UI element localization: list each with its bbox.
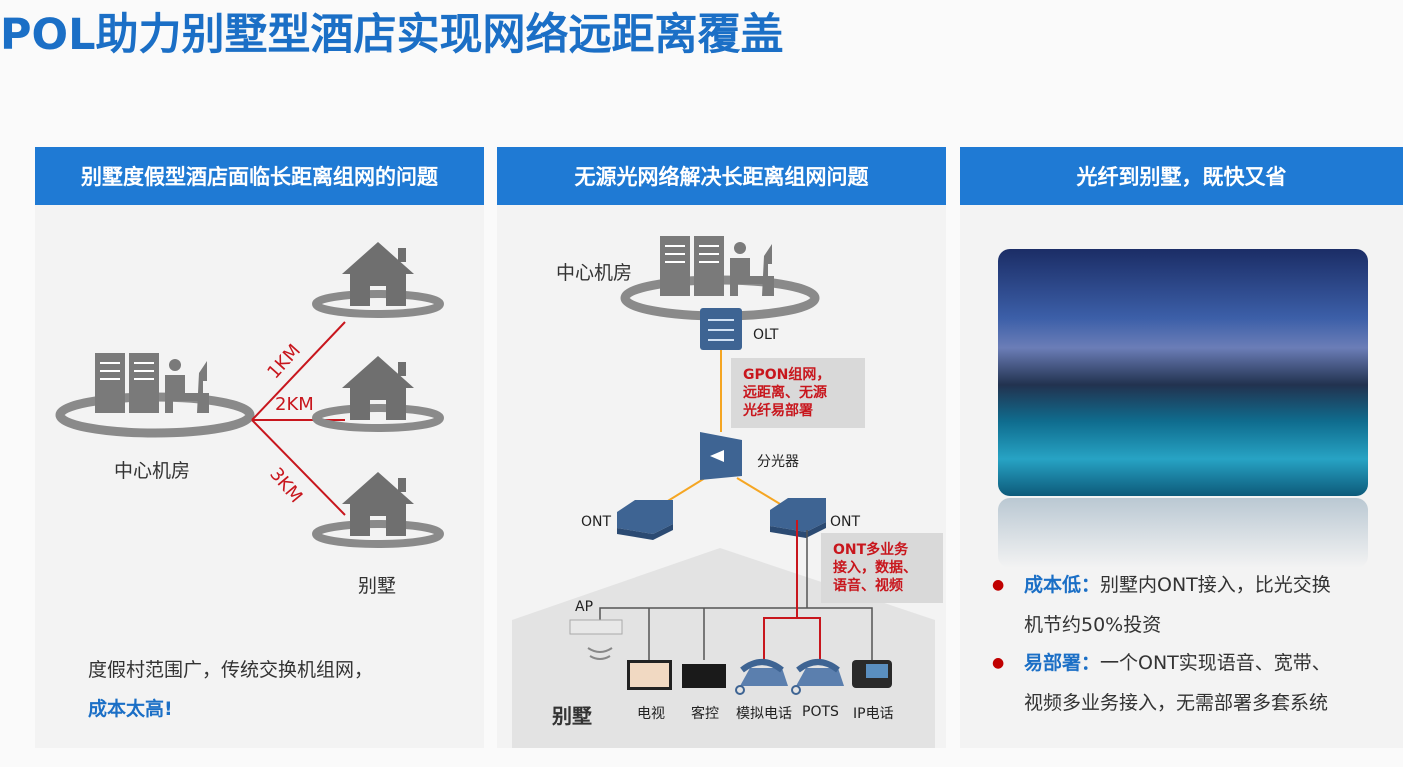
olt-label: OLT bbox=[753, 327, 779, 343]
problem-text: 度假村范围广，传统交换机组网， bbox=[88, 659, 374, 681]
villa-house-icon bbox=[316, 242, 440, 314]
villa-label: 别墅 bbox=[552, 704, 592, 728]
villa-house-icon bbox=[316, 356, 440, 428]
ont-note: ONT多业务 接入，数据、 语音、视频 bbox=[821, 533, 943, 603]
phone-lines bbox=[763, 520, 821, 665]
distance-label: 1KM bbox=[263, 340, 305, 383]
ont-right-label: ONT bbox=[830, 514, 861, 530]
device-label-pots: POTS bbox=[802, 704, 839, 720]
benefit-bullet: ● 易部署：一个ONT实现语音、宽带、 视频多业务接入，无需部署多套系统 bbox=[992, 643, 1390, 723]
villa-resort-photo bbox=[998, 249, 1368, 496]
bullet-dot-icon: ● bbox=[992, 577, 1005, 593]
bullet-text: 视频多业务接入，无需部署多套系统 bbox=[1024, 692, 1329, 714]
data-center-icon bbox=[625, 235, 815, 316]
panel-header: 无源光网络解决长距离组网问题 bbox=[497, 147, 946, 205]
note-line: 远距离、无源 bbox=[743, 385, 827, 401]
gpon-note: GPON组网， 远距离、无源 光纤易部署 bbox=[731, 358, 865, 428]
device-label-ip-phone: IP电话 bbox=[853, 706, 894, 722]
bullet-text: 一个ONT实现语音、宽带、 bbox=[1100, 652, 1331, 674]
problem-highlight: 成本太高! bbox=[88, 698, 173, 720]
panel-header: 别墅度假型酒店面临长距离组网的问题 bbox=[35, 147, 484, 205]
note-line: 接入，数据、 bbox=[833, 560, 917, 576]
bullet-dot-icon: ● bbox=[992, 655, 1005, 671]
data-center-label: 中心机房 bbox=[114, 460, 191, 482]
bullet-text: 机节约50%投资 bbox=[1024, 614, 1162, 636]
wifi-icon bbox=[587, 647, 613, 660]
note-line: 语音、视频 bbox=[833, 578, 903, 594]
note-line: GPON组网， bbox=[743, 367, 831, 383]
villa-house-icon bbox=[316, 472, 440, 544]
splitter-label: 分光器 bbox=[757, 454, 799, 470]
photo-reflection bbox=[998, 498, 1368, 568]
lan-lines bbox=[599, 530, 873, 660]
note-line: 光纤易部署 bbox=[743, 403, 813, 419]
distance-lines bbox=[251, 321, 346, 516]
device-label-tv: 电视 bbox=[637, 706, 665, 722]
villa-label: 别墅 bbox=[358, 575, 397, 597]
bullet-text: 别墅内ONT接入，比光交换 bbox=[1100, 574, 1331, 596]
ap-icon bbox=[569, 619, 623, 635]
bullet-keyword: 易部署： bbox=[1024, 652, 1101, 674]
middle-diagram bbox=[512, 235, 935, 748]
benefit-bullet: ● 成本低：别墅内ONT接入，比光交换 机节约50%投资 bbox=[992, 565, 1390, 645]
panel-header: 光纤到别墅，既快又省 bbox=[960, 147, 1403, 205]
note-line: ONT多业务 bbox=[833, 542, 909, 558]
device-label-analog-phone: 模拟电话 bbox=[736, 706, 792, 722]
ont-left-label: ONT bbox=[581, 514, 612, 530]
device-label-room-control: 客控 bbox=[691, 706, 719, 722]
ont-left-icon bbox=[617, 500, 673, 540]
panel-problem: 别墅度假型酒店面临长距离组网的问题 bbox=[35, 147, 484, 748]
room-control-icon bbox=[682, 664, 726, 688]
left-diagram: 1KM 2KM 3KM bbox=[60, 242, 440, 544]
data-center-icon bbox=[60, 352, 250, 433]
bullet-keyword: 成本低： bbox=[1024, 574, 1101, 596]
distance-label: 2KM bbox=[275, 394, 314, 415]
ap-label: AP bbox=[575, 599, 594, 615]
data-center-label: 中心机房 bbox=[556, 262, 633, 284]
slide-title: POL助力别墅型酒店实现网络远距离覆盖 bbox=[0, 10, 784, 60]
